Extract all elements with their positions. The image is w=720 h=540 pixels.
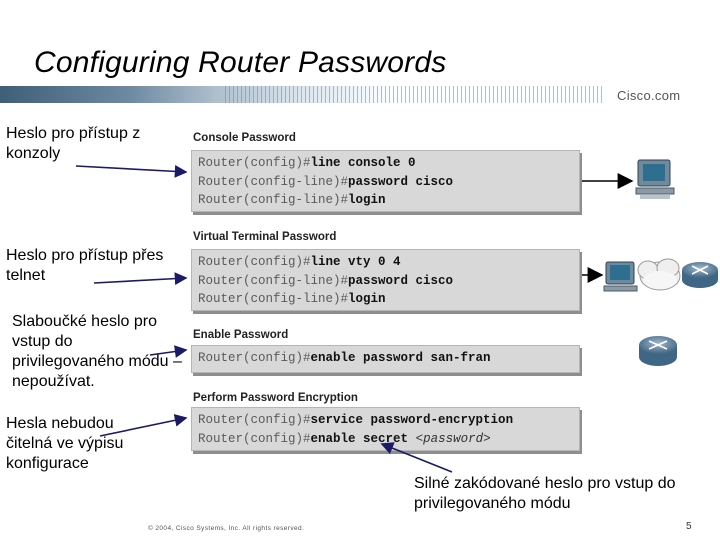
code-line: Router(config-line)#login xyxy=(198,193,386,207)
code-line: Router(config)#line vty 0 4 xyxy=(198,255,401,269)
slide-title: Configuring Router Passwords xyxy=(34,46,447,79)
heading-vty: Virtual Terminal Password xyxy=(193,231,337,243)
code-line: Router(config-line)#password cisco xyxy=(198,174,454,189)
cisco-logo: Cisco.com xyxy=(617,88,681,103)
arrow-telnet xyxy=(93,272,188,285)
code-line: Router(config-line)#login xyxy=(198,292,386,306)
page-number: 5 xyxy=(686,521,692,532)
code-line: Router(config)#enable password san-fran xyxy=(198,351,491,365)
code-enable: Router(config)#enable password san-fran xyxy=(191,345,580,373)
arrow-console xyxy=(75,164,188,178)
arrow-encryption xyxy=(99,414,188,437)
note-encryption: Hesla nebudou čitelná ve výpisu konfigur… xyxy=(6,415,124,472)
network-cloud-icon xyxy=(637,258,681,291)
router-icon xyxy=(639,336,677,366)
code-line: Router(config-line)#password cisco xyxy=(198,273,454,288)
note-secret: Silné zakódované heslo pro vstup do priv… xyxy=(414,475,676,512)
heading-enable: Enable Password xyxy=(193,329,289,341)
heading-encryption: Perform Password Encryption xyxy=(193,392,358,404)
note-console: Heslo pro přístup z konzoly xyxy=(6,125,141,162)
code-line: Router(config)#service password-encrypti… xyxy=(198,413,514,427)
heading-console: Console Password xyxy=(193,132,296,144)
code-console: Router(config)#line console 0 Router(conf… xyxy=(191,150,580,212)
router-icon xyxy=(682,262,718,288)
note-telnet: Heslo pro přístup přes telnet xyxy=(6,247,164,284)
code-line: Router(config)#line console 0 xyxy=(198,156,416,170)
code-vty: Router(config)#line vty 0 4 Router(config… xyxy=(191,249,580,311)
computer-icon xyxy=(603,261,638,292)
copyright-footer: © 2004, Cisco Systems, Inc. All rights r… xyxy=(148,525,305,532)
arrow-enable xyxy=(149,345,188,358)
note-enable: Slaboučké heslo pro vstup do privilegova… xyxy=(12,313,182,390)
arrow-secret xyxy=(380,442,453,473)
code-line: Router(config)#enable secret <password> xyxy=(198,431,491,446)
header-bar-texture xyxy=(225,86,605,103)
computer-icon xyxy=(635,159,675,199)
